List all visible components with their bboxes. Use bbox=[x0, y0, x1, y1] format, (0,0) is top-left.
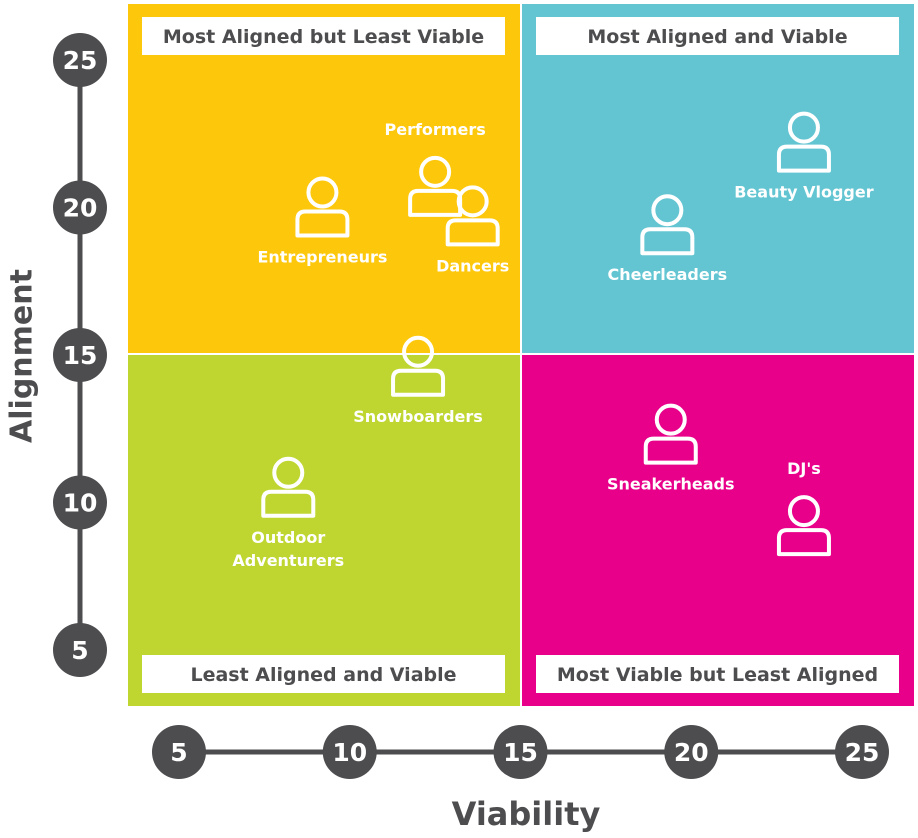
person-icon-head bbox=[787, 495, 820, 528]
data-point-label: Sneakerheads bbox=[607, 475, 735, 494]
person-icon bbox=[295, 176, 350, 238]
y-tick-label: 25 bbox=[63, 46, 98, 75]
person-icon-head bbox=[787, 111, 820, 144]
data-point: Snowboarders bbox=[353, 335, 483, 426]
data-point-label: Dancers bbox=[436, 256, 509, 275]
y-tick: 10 bbox=[53, 475, 107, 530]
label-box-background bbox=[142, 655, 505, 693]
quadrant-label: Most Aligned and Viable bbox=[587, 26, 847, 48]
person-icon-body bbox=[776, 144, 831, 173]
y-tick-label: 15 bbox=[63, 341, 98, 370]
y-tick: 20 bbox=[53, 180, 107, 235]
person-icon bbox=[391, 335, 446, 397]
y-tick: 5 bbox=[53, 623, 107, 677]
y-tick-marker bbox=[53, 328, 107, 382]
data-point-label: Snowboarders bbox=[353, 407, 483, 426]
x-tick: 5 bbox=[152, 725, 206, 779]
x-tick-marker bbox=[152, 725, 206, 779]
y-tick-label: 5 bbox=[71, 636, 88, 665]
x-tick-label: 20 bbox=[674, 738, 709, 767]
x-axis-label: Viability bbox=[451, 795, 601, 833]
person-icon-head bbox=[419, 155, 452, 188]
y-tick: 15 bbox=[53, 328, 107, 382]
person-icon bbox=[776, 111, 831, 173]
x-tick: 15 bbox=[493, 725, 548, 779]
data-point-label: Beauty Vlogger bbox=[734, 183, 874, 202]
quadrant-label: Least Aligned and Viable bbox=[190, 664, 456, 686]
data-point: Cheerleaders bbox=[608, 194, 728, 284]
x-tick-label: 10 bbox=[332, 738, 367, 767]
y-tick-label: 20 bbox=[63, 194, 98, 223]
y-axis-label: Alignment bbox=[4, 269, 40, 443]
person-icon-head bbox=[456, 185, 489, 218]
x-tick-marker bbox=[322, 725, 377, 779]
person-icon-body bbox=[445, 218, 500, 247]
x-tick: 20 bbox=[664, 725, 719, 779]
person-icon-head bbox=[654, 403, 687, 436]
y-tick-label: 10 bbox=[63, 489, 98, 518]
person-icon bbox=[643, 403, 698, 465]
x-tick-label: 5 bbox=[170, 738, 187, 767]
quadrant-label: Most Viable but Least Aligned bbox=[557, 664, 878, 686]
person-icon bbox=[776, 495, 831, 557]
label-box-background bbox=[536, 17, 899, 55]
quadrant-bottom-right bbox=[521, 354, 914, 706]
x-tick-label: 25 bbox=[845, 738, 880, 767]
data-point-label: Entrepreneurs bbox=[257, 248, 387, 267]
quadrant-top-right bbox=[521, 4, 914, 354]
data-point-label: Performers bbox=[385, 120, 486, 139]
data-point: DJ's bbox=[776, 459, 831, 557]
person-icon-body bbox=[391, 368, 446, 397]
data-point: Sneakerheads bbox=[607, 403, 735, 494]
data-point-label: DJ's bbox=[787, 459, 821, 478]
y-tick: 25 bbox=[53, 33, 107, 87]
person-icon bbox=[261, 456, 316, 518]
data-point: Entrepreneurs bbox=[257, 176, 387, 267]
x-tick: 25 bbox=[835, 725, 889, 779]
x-tick-marker bbox=[835, 725, 889, 779]
y-tick-marker bbox=[53, 33, 107, 87]
quadrant-bottom-left-label-box: Least Aligned and Viable bbox=[142, 655, 505, 693]
person-icon bbox=[640, 194, 695, 256]
person-icon-head bbox=[272, 456, 305, 489]
data-point: Performers bbox=[385, 120, 486, 217]
quadrant-bottom-right-label-box: Most Viable but Least Aligned bbox=[536, 655, 899, 693]
y-tick-marker bbox=[53, 623, 107, 677]
quadrant-top-left-label-box: Most Aligned but Least Viable bbox=[142, 17, 505, 55]
person-icon-head bbox=[306, 176, 339, 209]
data-point: Dancers bbox=[436, 185, 509, 275]
label-box-background bbox=[536, 655, 899, 693]
y-tick-marker bbox=[53, 180, 107, 235]
data-point: Beauty Vlogger bbox=[734, 111, 874, 202]
quadrant-bottom-left bbox=[128, 354, 521, 706]
x-tick-marker bbox=[664, 725, 719, 779]
person-icon-body bbox=[295, 209, 350, 238]
person-icon bbox=[445, 185, 500, 247]
person-icon-body bbox=[640, 227, 695, 256]
person-icon-head bbox=[651, 194, 684, 227]
x-tick: 10 bbox=[322, 725, 377, 779]
person-icon-body bbox=[261, 489, 316, 518]
data-point-label: Cheerleaders bbox=[608, 265, 728, 284]
x-tick-marker bbox=[493, 725, 548, 779]
person-icon-body bbox=[643, 436, 698, 465]
y-tick-marker bbox=[53, 475, 107, 530]
label-box-background bbox=[142, 17, 505, 55]
person-icon-body bbox=[776, 528, 831, 557]
quadrant-top-right-label-box: Most Aligned and Viable bbox=[536, 17, 899, 55]
x-tick-label: 15 bbox=[503, 738, 538, 767]
person-icon-head bbox=[402, 335, 435, 368]
quadrant-label: Most Aligned but Least Viable bbox=[163, 26, 484, 48]
